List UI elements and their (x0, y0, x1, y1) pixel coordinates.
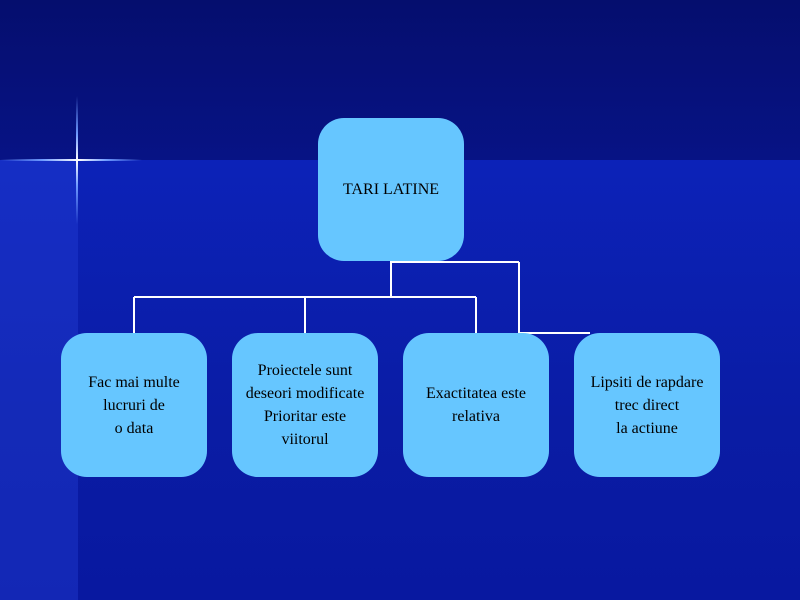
root-node: TARI LATINE (318, 118, 464, 261)
sparkle-horizontal-decoration (0, 159, 142, 161)
child-node-2: Proiectele sunt deseori modificate Prior… (232, 333, 378, 477)
child-node-3: Exactitatea este relativa (403, 333, 549, 477)
sparkle-vertical-decoration (76, 96, 78, 224)
child-node-1: Fac mai multe lucruri de o data (61, 333, 207, 477)
child-node-4: Lipsiti de rapdare trec direct la actiun… (574, 333, 720, 477)
